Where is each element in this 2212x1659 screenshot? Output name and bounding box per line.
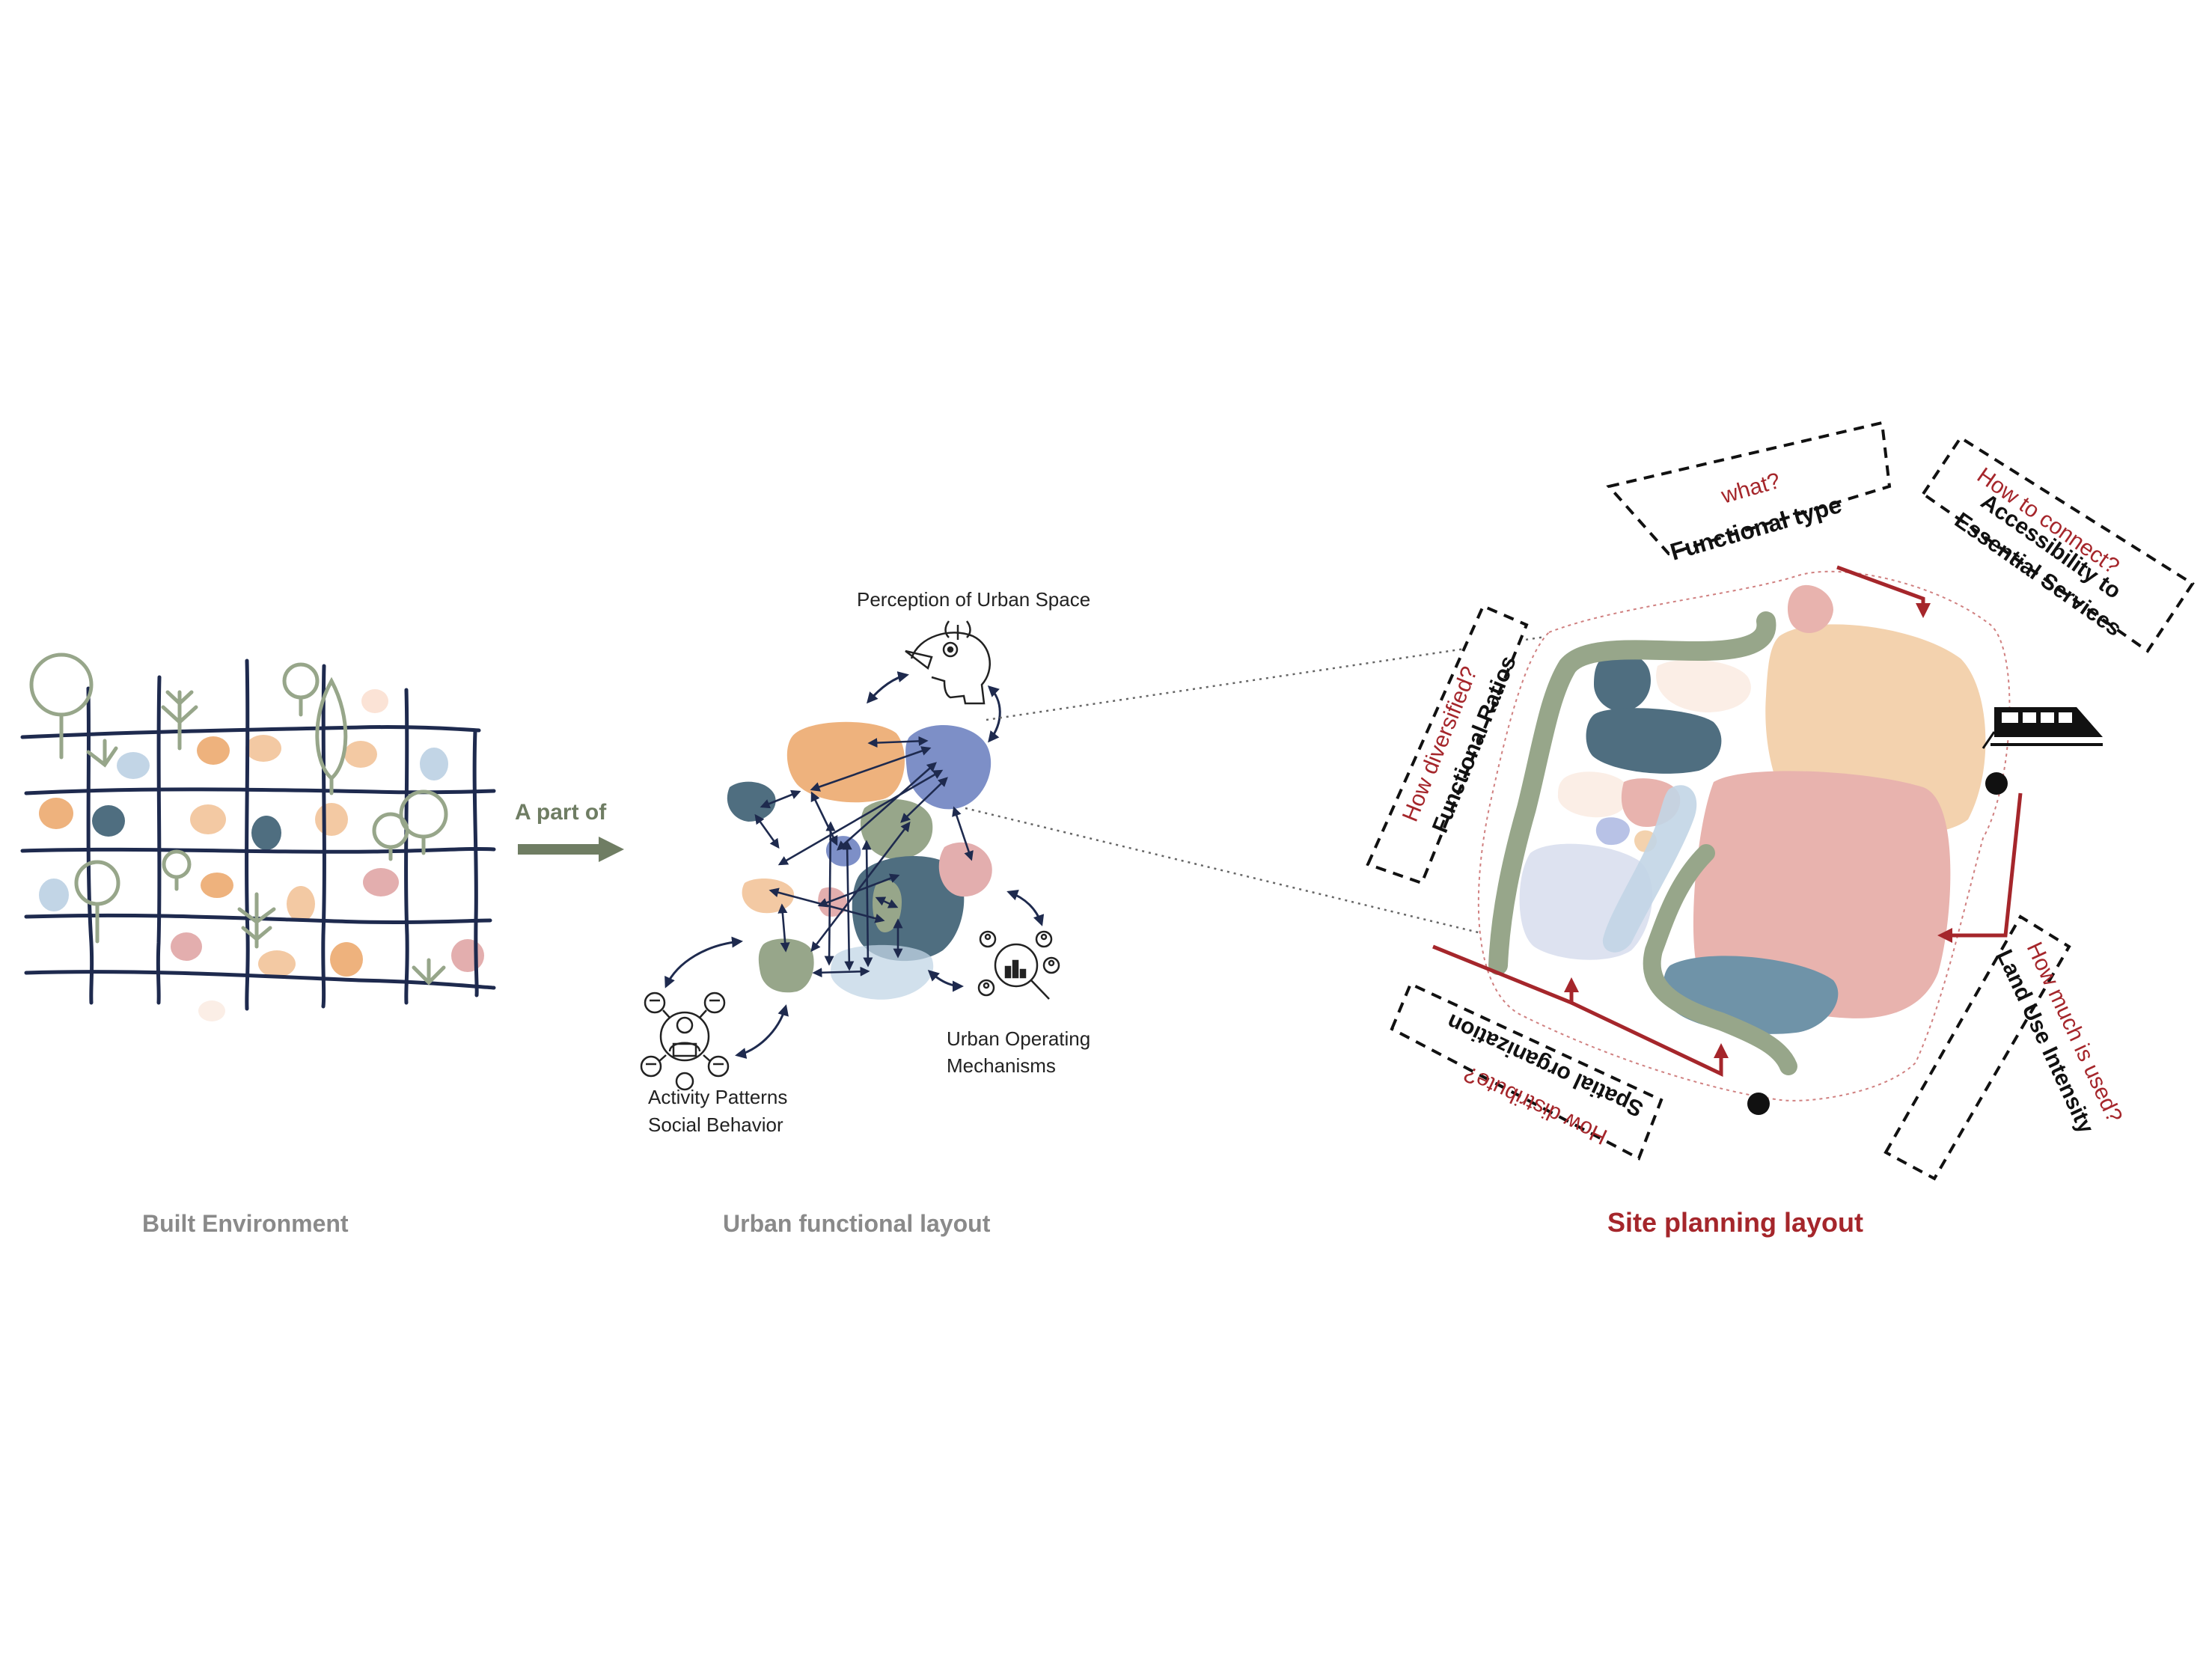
access-routes — [1432, 565, 2023, 1077]
green-corridor — [1488, 611, 1797, 1075]
function-blobs — [727, 721, 992, 1000]
built-environment-caption: Built Environment — [142, 1210, 349, 1237]
land-use-blobs — [39, 689, 484, 1021]
station-dot — [1747, 1093, 1770, 1115]
relation-arrows — [754, 736, 974, 978]
street-grid — [20, 659, 496, 1011]
site-land-use-blobs — [1519, 584, 1986, 1034]
head-perception-icon — [905, 620, 991, 705]
people-network-icon — [640, 992, 730, 1091]
box-functional-type: what? Functional type — [1606, 421, 1892, 566]
activity-label-line1: Activity Patterns — [648, 1086, 787, 1108]
built-environment-panel — [20, 653, 496, 1021]
part-of-connector: A part of — [515, 800, 624, 862]
activity-label-line2: Social Behavior — [648, 1113, 783, 1136]
search-analytics-icon — [977, 930, 1060, 1000]
urban-functional-panel: Perception of Urban Space Urban Operatin… — [640, 588, 1090, 1136]
projection-lines — [965, 633, 1561, 943]
mechanisms-label-line2: Mechanisms — [947, 1054, 1056, 1077]
site-planning-caption: Site planning layout — [1607, 1207, 1863, 1238]
site-planning-panel: what? Functional type How to connect? Ac… — [1366, 421, 2195, 1181]
train-icon — [1982, 707, 2103, 749]
trees — [29, 653, 448, 986]
urban-functional-caption: Urban functional layout — [723, 1210, 991, 1237]
curved-arrows — [664, 671, 1045, 1059]
station-dot — [1985, 772, 2008, 795]
connector-label: A part of — [515, 800, 607, 825]
mechanisms-label-line1: Urban Operating — [947, 1027, 1090, 1050]
perception-label: Perception of Urban Space — [857, 588, 1090, 611]
